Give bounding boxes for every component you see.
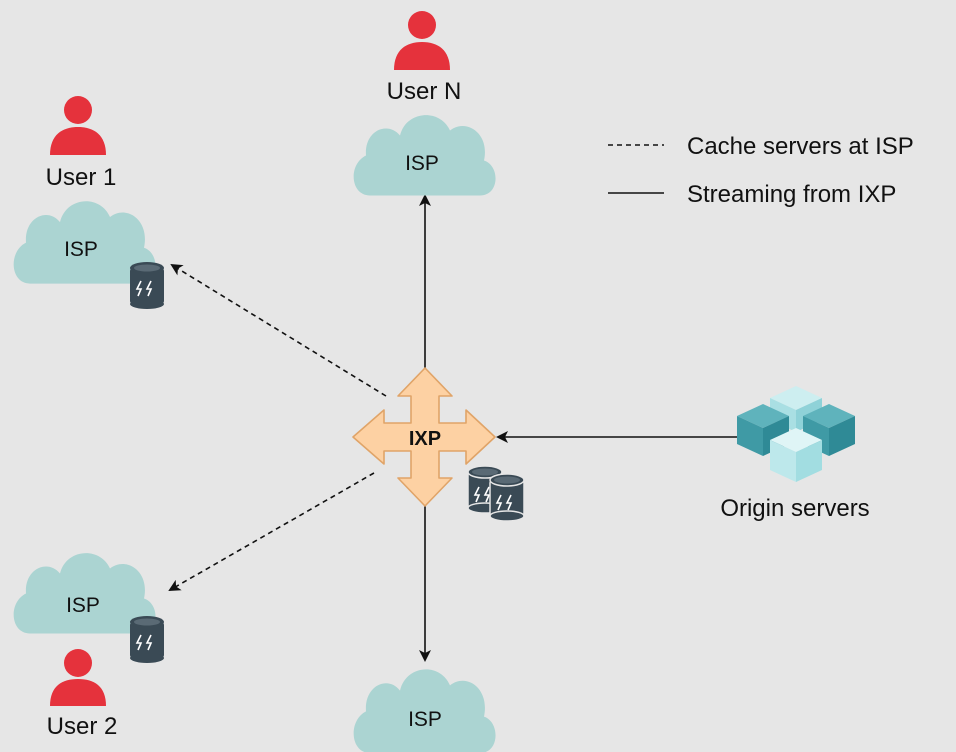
ixp-cache-servers [467,465,525,522]
legend-dashed-label: Cache servers at ISP [687,133,914,160]
user-2: User 2 [47,649,118,740]
database-lightning-icon [489,473,525,522]
user-1-label: User 1 [46,164,117,191]
user-2-label: User 2 [47,713,118,740]
isp-top-label: ISP [405,152,439,175]
person-icon [50,649,106,706]
database-lightning-icon [130,262,164,309]
isp-top-cloud: ISP [353,115,496,196]
person-icon [50,96,106,155]
user-n: User N [387,11,462,105]
isp-left-label: ISP [64,238,98,261]
isp-left-cloud: ISP [13,201,156,284]
user-n-label: User N [387,78,462,105]
legend-solid-label: Streaming from IXP [687,181,896,208]
isp-bottom-cloud: ISP [353,669,496,752]
isp-bottom-left-label: ISP [66,594,100,617]
isp-bottom-label: ISP [408,708,442,731]
ixp-label: IXP [409,428,441,450]
user-1: User 1 [46,96,117,191]
person-icon [394,11,450,70]
origin-label: Origin servers [720,495,869,522]
ixp-node: IXP [352,367,496,507]
edge-ixp-to-isp-left-cache [170,263,387,397]
cubes-icon [737,386,855,482]
legend: Cache servers at ISP Streaming from IXP [608,133,914,208]
database-lightning-icon [467,465,503,514]
ixp-arrows-icon [352,367,496,507]
origin-servers: Origin servers [720,386,870,522]
edge-ixp-to-isp-bottom-left-cache [168,472,375,591]
database-lightning-icon [130,616,164,663]
isp-bottom-left-cloud: ISP [13,553,156,634]
